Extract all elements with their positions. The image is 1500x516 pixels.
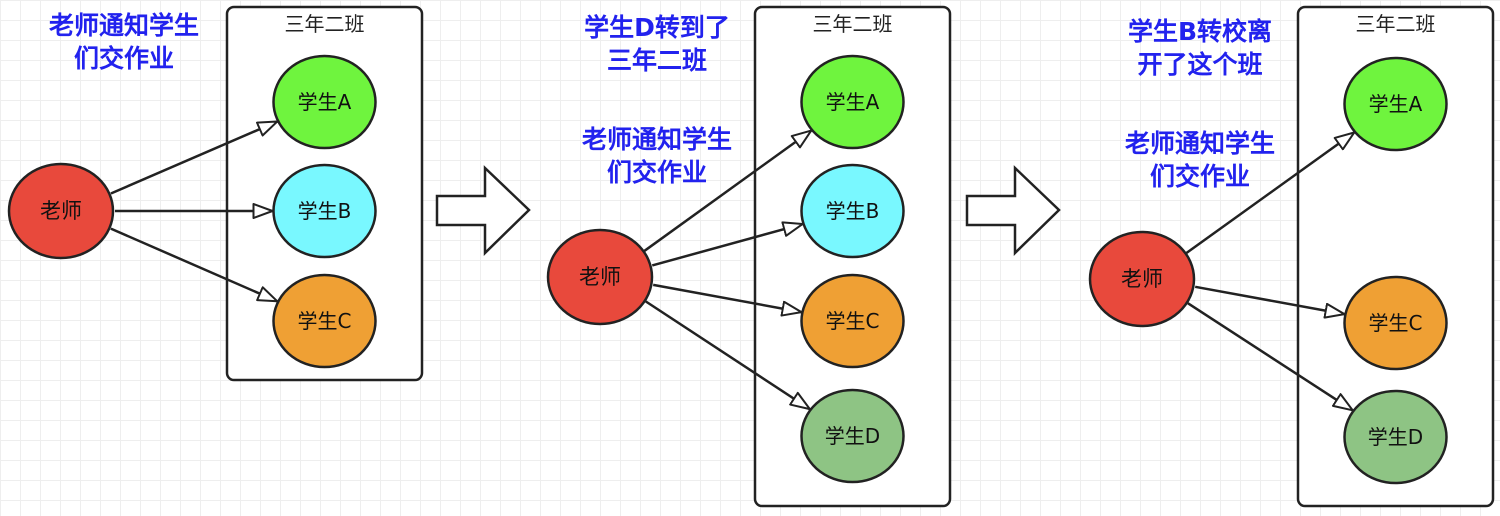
student-label-d: 学生D [825,424,880,448]
student-node-b [272,163,377,259]
student-node-c [800,273,905,369]
right-arrow-icon [435,165,531,256]
teacher-node [7,162,115,260]
right-arrow-icon [965,165,1061,256]
caption-line: 们交作业 [1149,162,1250,191]
student-label-a: 学生A [826,90,880,114]
caption-line: 学生D转到了 [584,13,730,42]
student-label-c: 学生C [1369,311,1423,335]
connector-teacher-to-student-c [652,283,803,317]
student-label-c: 学生C [298,309,352,333]
class-label: 三年二班 [813,12,893,36]
connector-teacher-to-student-c [1194,285,1346,319]
student-node-c [272,273,377,369]
student-node-d [800,388,905,484]
student-node-d [1343,389,1448,485]
student-node-a [1343,56,1448,152]
student-label-b: 学生B [298,199,352,223]
connector-teacher-to-student-a [110,120,279,195]
student-node-a [800,54,905,150]
caption-2: 老师通知学生们交作业 [1100,127,1300,193]
caption-line: 学生B转校离 [1127,17,1273,46]
teacher-label: 老师 [40,199,82,223]
connector-teacher-to-student-c [110,227,279,303]
caption-2: 老师通知学生们交作业 [557,123,757,189]
student-label-d: 学生D [1368,425,1423,449]
caption-line: 三年二班 [606,46,707,75]
student-label-a: 学生A [1369,92,1423,116]
student-label-b: 学生B [826,199,880,223]
teacher-label: 老师 [579,265,621,289]
caption-1: 老师通知学生们交作业 [24,9,224,75]
caption-line: 老师通知学生 [1124,129,1275,158]
class-label: 三年二班 [285,12,365,36]
teacher-node [546,228,654,326]
connector-teacher-to-student-b [651,221,804,267]
teacher-node [1088,230,1196,328]
class-label: 三年二班 [1356,12,1436,36]
caption-line: 老师通知学生 [581,125,732,154]
caption-line: 老师通知学生 [48,11,199,40]
student-node-c [1343,275,1448,371]
caption-1: 学生D转到了三年二班 [557,11,757,77]
caption-line: 开了这个班 [1137,50,1263,79]
connector-teacher-to-student-a [1185,131,1356,255]
student-node-a [272,54,377,150]
caption-line: 们交作业 [73,44,174,73]
caption-line: 们交作业 [606,158,707,187]
connector-teacher-to-student-d [645,300,811,411]
connector-teacher-to-student-d [1187,302,1354,412]
student-label-a: 学生A [298,90,352,114]
teacher-label: 老师 [1121,267,1163,291]
student-node-b [800,163,905,259]
student-label-c: 学生C [826,309,880,333]
connector-teacher-to-student-a [643,129,813,252]
caption-1: 学生B转校离开了这个班 [1100,15,1300,81]
